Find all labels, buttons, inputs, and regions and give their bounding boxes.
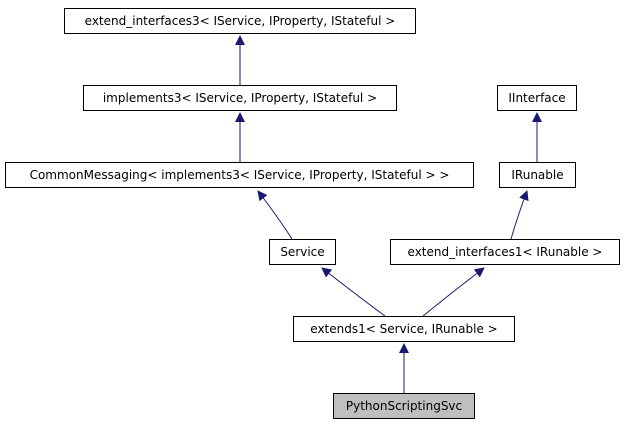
node-commonmessaging[interactable]: CommonMessaging< implements3< IService, … <box>5 162 474 188</box>
edge-extend-interfaces1-to-irunable <box>510 190 529 240</box>
node-extend-interfaces3[interactable]: extend_interfaces3< IService, IProperty,… <box>64 8 416 34</box>
node-label: IRunable <box>511 168 564 182</box>
node-implements3[interactable]: implements3< IService, IProperty, IState… <box>83 85 397 111</box>
node-irunable[interactable]: IRunable <box>499 162 576 188</box>
edge-service-to-commonmessaging <box>257 190 293 240</box>
node-label: PythonScriptingSvc <box>345 399 463 413</box>
node-pythonscriptingsvc-current: PythonScriptingSvc <box>333 393 475 419</box>
node-label: IInterface <box>508 91 566 105</box>
node-label: extend_interfaces3< IService, IProperty,… <box>84 14 396 28</box>
edge-extends1-to-extend-interfaces1 <box>422 267 485 317</box>
node-label: extends1< Service, IRunable > <box>310 322 498 336</box>
edge-extends1-to-service <box>321 267 386 317</box>
node-extends1[interactable]: extends1< Service, IRunable > <box>293 316 515 342</box>
node-label: Service <box>280 245 325 259</box>
node-extend-interfaces1[interactable]: extend_interfaces1< IRunable > <box>390 239 620 265</box>
node-label: extend_interfaces1< IRunable > <box>407 245 603 259</box>
node-label: CommonMessaging< implements3< IService, … <box>29 168 450 182</box>
node-iinterface[interactable]: IInterface <box>497 85 577 111</box>
node-service[interactable]: Service <box>269 239 336 265</box>
node-label: implements3< IService, IProperty, IState… <box>102 91 378 105</box>
